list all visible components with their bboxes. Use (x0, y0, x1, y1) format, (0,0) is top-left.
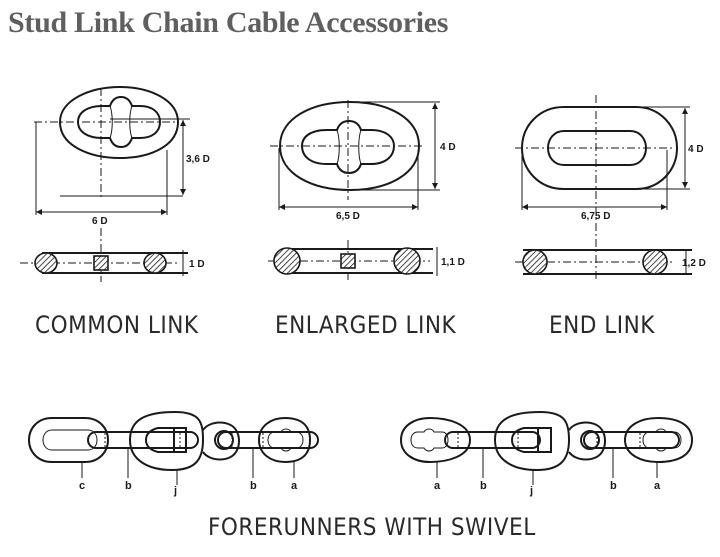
part-label: b (610, 480, 617, 492)
common-link-section-label: 1 D (189, 259, 205, 270)
part-enlarged-link-b2 (583, 431, 680, 449)
part-end-link-c (27, 417, 110, 463)
part-common-link-a (399, 416, 472, 464)
part-label: j (529, 485, 533, 497)
enlarged-link-section-view: 1,1 D (268, 240, 465, 280)
part-enlarged-link-b (444, 431, 541, 449)
part-swivel-j (128, 410, 205, 472)
part-label: j (173, 485, 177, 497)
part-label: a (654, 480, 661, 492)
forerunners-caption: FORERUNNERS WITH SWIVEL (208, 513, 536, 541)
forerunner-assembly-left: c b j b a (27, 410, 319, 497)
part-label: b (480, 480, 487, 492)
common-link-section-view: 1 D (20, 228, 205, 282)
enlarged-link-section-label: 1,1 D (441, 257, 465, 268)
end-link-caption: END LINK (549, 311, 655, 339)
part-label: a (291, 480, 298, 492)
end-link-drawing: 4 D 6,75 D 1,2 D END LINK (515, 95, 706, 339)
common-link-width-label: 6 D (92, 216, 108, 227)
forerunner-assembly-right: a b j b a (399, 410, 694, 497)
part-common-link-a2 (623, 416, 694, 464)
enlarged-link-height-label: 4 D (440, 142, 456, 153)
end-link-width-label: 6,75 D (581, 211, 610, 222)
enlarged-link-caption: ENLARGED LINK (275, 311, 457, 339)
part-enlarged-link-b2 (217, 431, 319, 449)
common-link-plan-view: 3,6 D 6 D (34, 85, 210, 227)
part-common-link-a (257, 416, 312, 464)
common-link-caption: COMMON LINK (35, 311, 199, 339)
part-enlarged-link-b (87, 431, 199, 449)
enlarged-link-stud-outline (300, 119, 396, 175)
enlarged-link-drawing: 4 D 6,5 D 1,1 D ENLARGED LINK (268, 100, 465, 339)
common-link-drawing: 3,6 D 6 D 1 D COMMON LINK (20, 85, 210, 339)
part-label: b (125, 480, 132, 492)
part-label: a (434, 480, 441, 492)
enlarged-link-plan-view: 4 D 6,5 D (270, 100, 456, 222)
end-link-section-label: 1,2 D (682, 258, 706, 269)
end-link-height-label: 4 D (688, 144, 704, 155)
common-link-stud-outline (76, 95, 162, 149)
part-label: b (250, 480, 257, 492)
end-link-opening (546, 130, 648, 166)
part-swivel-j (493, 410, 571, 472)
common-link-height-label: 3,6 D (186, 154, 210, 165)
page-title: Stud Link Chain Cable Accessories (8, 6, 449, 39)
part-label: c (79, 480, 85, 492)
enlarged-link-width-label: 6,5 D (336, 211, 360, 222)
end-link-section-view: 1,2 D (515, 249, 706, 275)
